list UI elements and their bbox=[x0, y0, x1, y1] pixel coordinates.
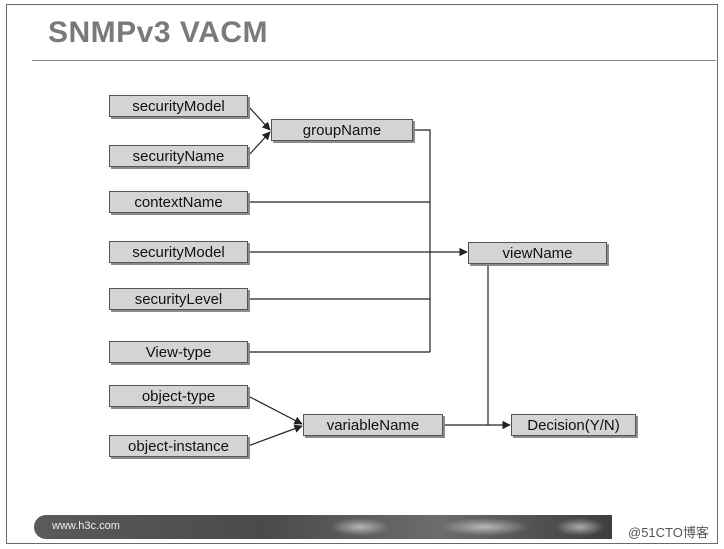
box-security-model-top: securityModel bbox=[109, 95, 248, 117]
footer-url: www.h3c.com bbox=[52, 520, 120, 532]
box-object-type: object-type bbox=[109, 385, 248, 407]
edge-objecttype-variablename bbox=[247, 395, 303, 425]
footer-glow bbox=[330, 518, 390, 536]
box-decision: Decision(Y/N) bbox=[511, 414, 636, 436]
edge-objectinstance-variablename bbox=[247, 424, 303, 447]
footer-glow bbox=[440, 518, 530, 536]
page-title: SNMPv3 VACM bbox=[48, 16, 268, 49]
box-security-name: securityName bbox=[109, 145, 248, 167]
box-group-name: groupName bbox=[271, 119, 413, 141]
box-view-type: View-type bbox=[109, 341, 248, 363]
box-security-model-mid: securityModel bbox=[109, 241, 248, 263]
box-security-level: securityLevel bbox=[109, 288, 248, 310]
box-object-instance: object-instance bbox=[109, 435, 248, 457]
watermark: @51CTO博客 bbox=[628, 525, 709, 540]
edge-securitymodel-groupname bbox=[247, 105, 271, 131]
title-divider bbox=[32, 60, 716, 61]
edge-groupname-bus bbox=[413, 129, 431, 352]
box-variable-name: variableName bbox=[303, 414, 443, 436]
edge-securityname-groupname bbox=[247, 131, 271, 157]
footer-glow bbox=[555, 518, 605, 536]
box-context-name: contextName bbox=[109, 191, 248, 213]
box-view-name: viewName bbox=[468, 242, 607, 264]
